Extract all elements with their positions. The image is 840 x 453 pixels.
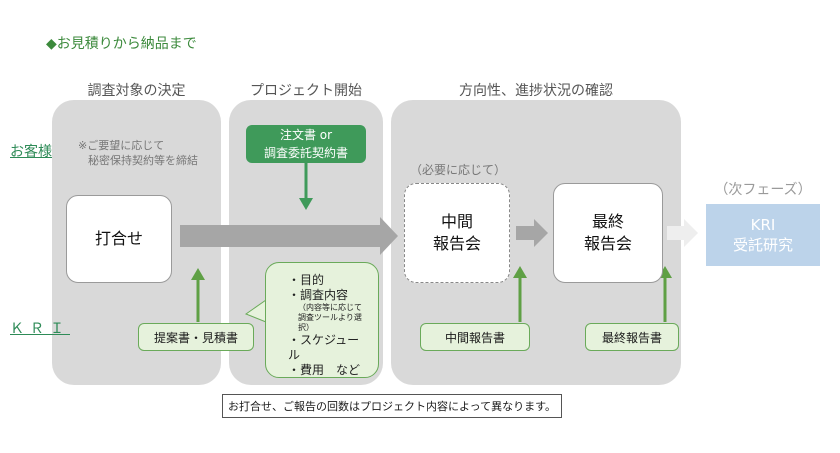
callout-note-line2: 調査ツールより選択）	[298, 313, 362, 332]
optional-label: （必要に応じて）	[410, 163, 507, 177]
final-line2: 報告会	[583, 234, 632, 253]
interim-doc-up-arrow	[513, 266, 527, 278]
client-note-line1: ※ご要望に応じて	[78, 139, 165, 152]
client-label: お客様	[10, 144, 52, 160]
interim-doc-box: 中間報告書	[420, 323, 530, 351]
order-line2: 調査委託契約書	[263, 146, 348, 160]
interim-line2: 報告会	[432, 234, 481, 253]
interim-to-final-arrow	[516, 219, 548, 247]
footnote: お打合せ、ご報告の回数はプロジェクト内容によって異なります。	[222, 394, 562, 418]
next-line1: KRI	[750, 216, 776, 234]
callout-item-purpose: ・目的	[288, 273, 325, 287]
order-box: 注文書 or 調査委託契約書	[246, 125, 366, 163]
next-line2: 受託研究	[732, 236, 793, 254]
final-doc-label: 最終報告書	[601, 330, 662, 345]
final-line1: 最終	[591, 212, 624, 231]
interim-meeting-box: 中間 報告会	[404, 183, 510, 283]
meeting-box: 打合せ	[66, 195, 172, 283]
client-note-line2: 秘密保持契約等を締結	[88, 154, 198, 167]
phase-label-progress: 方向性、進捗状況の確認	[459, 83, 613, 99]
callout-pointer	[244, 299, 267, 323]
callout-item-cost: ・費用 など	[288, 363, 361, 377]
next-phase-label: （次フェーズ）	[714, 182, 812, 198]
kri-label: ＫＲＩ	[10, 321, 70, 337]
proposal-label: 提案書・見積書	[153, 330, 238, 345]
next-phase-box: KRI 受託研究	[706, 204, 820, 266]
final-to-next-arrow	[667, 219, 698, 247]
interim-line1: 中間	[440, 212, 473, 231]
interim-doc-label: 中間報告書	[444, 330, 505, 345]
callout-item-schedule: ・スケジュール	[288, 333, 360, 362]
order-down-arrow	[299, 198, 313, 210]
order-line1: 注文書 or	[279, 128, 333, 142]
callout-note-line1: （内容等に応じて	[298, 303, 362, 312]
final-doc-box: 最終報告書	[585, 323, 679, 351]
main-flow-arrow	[180, 217, 398, 255]
phase-label-decision: 調査対象の決定	[87, 83, 186, 99]
final-meeting-box: 最終 報告会	[553, 183, 663, 283]
phase-label-start: プロジェクト開始	[250, 83, 362, 99]
footnote-text: お打合せ、ご報告の回数はプロジェクト内容によって異なります。	[227, 400, 557, 413]
callout-item-content: ・調査内容	[288, 288, 349, 302]
client-note: ※ご要望に応じて 秘密保持契約等を締結	[78, 138, 198, 168]
proposal-box: 提案書・見積書	[138, 323, 254, 351]
meeting-label: 打合せ	[94, 229, 143, 248]
proposal-up-arrow	[191, 268, 205, 280]
proposal-contents-callout: ・目的 ・調査内容 （内容等に応じて 調査ツールより選択） ・スケジュール ・費…	[265, 262, 379, 378]
page-title: ◆お見積りから納品まで	[46, 36, 197, 52]
